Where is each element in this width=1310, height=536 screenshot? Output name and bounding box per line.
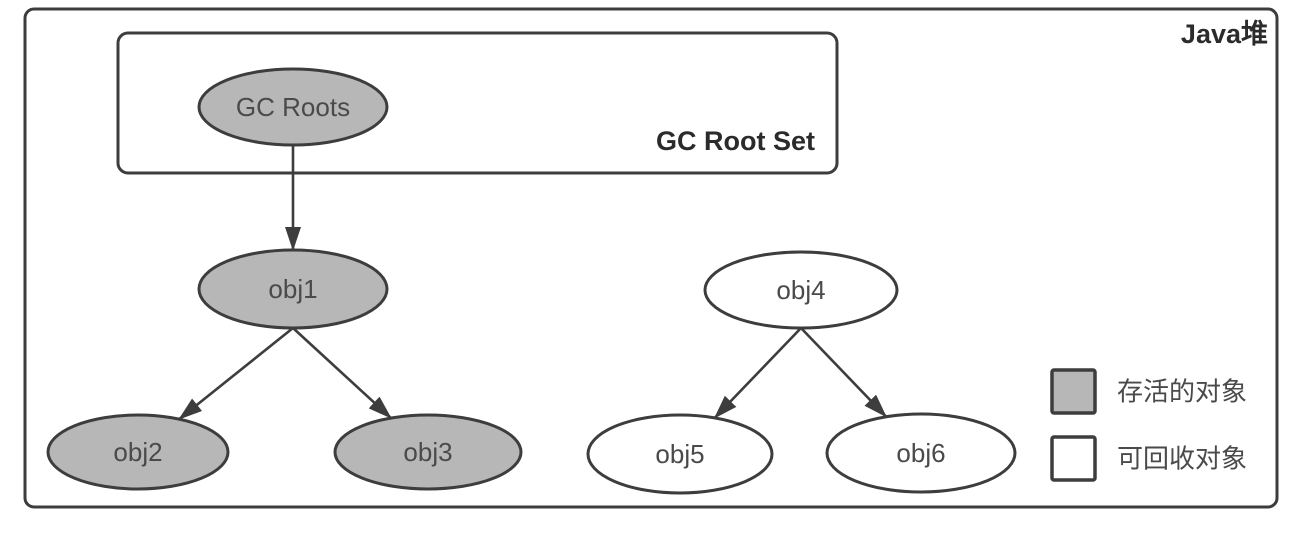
legend-swatch-reclaimable [1050,435,1097,482]
edge-obj1-obj3 [292,327,392,420]
node-obj1-label: obj1 [268,274,317,304]
legend-label-alive: 存活的对象 [1117,377,1247,407]
node-obj1-shape [197,248,389,330]
node-gc_roots-shape [197,67,389,147]
node-gc_roots: GC Roots [197,67,389,147]
node-obj2: obj2 [46,413,230,491]
legend-swatch-alive [1050,368,1097,415]
node-obj2-label: obj2 [113,437,162,467]
edge-obj4-obj5 [713,327,802,419]
edge-obj1-obj2 [178,326,294,421]
gc-root-set-label: GC Root Set [656,126,815,156]
node-obj5-label: obj5 [655,439,704,469]
legend-item-reclaimable: 可回收对象 [1050,435,1247,482]
node-obj4-shape [703,250,899,330]
node-obj5: obj5 [586,413,774,495]
node-obj6-shape [825,412,1017,494]
node-obj4-label: obj4 [776,275,825,305]
node-obj6: obj6 [825,412,1017,494]
node-obj3-shape [333,413,523,491]
node-gc_roots-label: GC Roots [236,92,350,122]
node-obj1: obj1 [197,248,389,330]
java-heap-label: Java堆 [1181,19,1268,49]
node-obj5-shape [586,413,774,495]
node-obj2-shape [46,413,230,491]
node-obj4: obj4 [703,250,899,330]
node-obj6-label: obj6 [896,438,945,468]
legend-label-reclaimable: 可回收对象 [1117,444,1247,474]
node-obj3-label: obj3 [403,437,452,467]
node-obj3: obj3 [333,413,523,491]
legend-item-alive: 存活的对象 [1050,368,1247,415]
edge-obj4-obj6 [800,327,888,418]
